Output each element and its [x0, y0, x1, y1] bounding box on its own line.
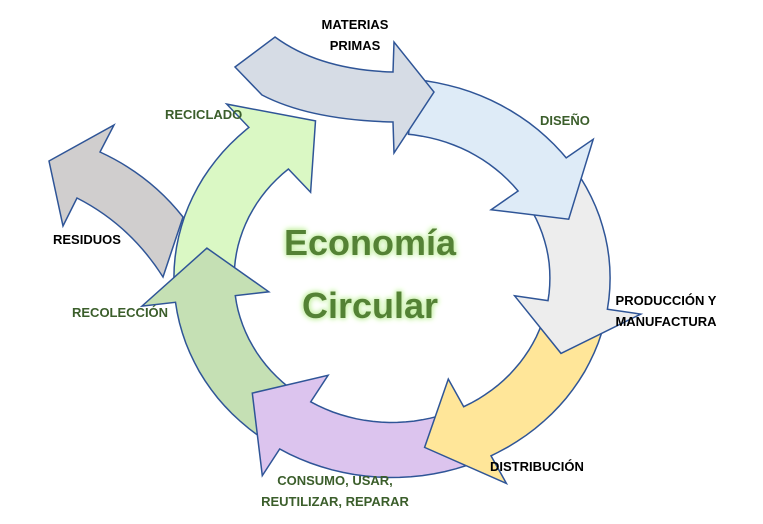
label-distribucion: DISTRIBUCIÓN [490, 459, 584, 474]
label-produccion: PRODUCCIÓN Y MANUFACTURA [606, 290, 726, 332]
produccion-arrow [512, 177, 644, 355]
label-line: MATERIAS [321, 17, 389, 32]
label-residuos: RESIDUOS [53, 232, 121, 247]
title-line-1: Economía [283, 222, 457, 263]
label-line: MANUFACTURA [615, 314, 717, 329]
materias-primas-arrow [233, 36, 435, 156]
distribucion-arrow [423, 316, 603, 485]
label-consumo: CONSUMO, USAR, REUTILIZAR, REPARAR [250, 470, 420, 512]
label-recoleccion: RECOLECCIÓN [72, 305, 169, 320]
label-materias-primas: MATERIAS PRIMAS [300, 14, 410, 56]
label-line: CONSUMO, USAR, [277, 473, 393, 488]
title-line-2: Circular [301, 285, 439, 326]
diseno-arrow [407, 78, 595, 221]
recoleccion-arrow [139, 247, 296, 437]
consumo-arrow [251, 374, 468, 479]
reciclado-arrow [173, 102, 317, 279]
label-diseno: DISEÑO [540, 113, 590, 128]
label-line: PRODUCCIÓN Y [615, 293, 717, 308]
label-line: PRIMAS [329, 38, 381, 53]
label-reciclado: RECICLADO [165, 107, 243, 122]
residuos-arrow [48, 123, 184, 279]
label-line: REUTILIZAR, REPARAR [261, 494, 409, 509]
